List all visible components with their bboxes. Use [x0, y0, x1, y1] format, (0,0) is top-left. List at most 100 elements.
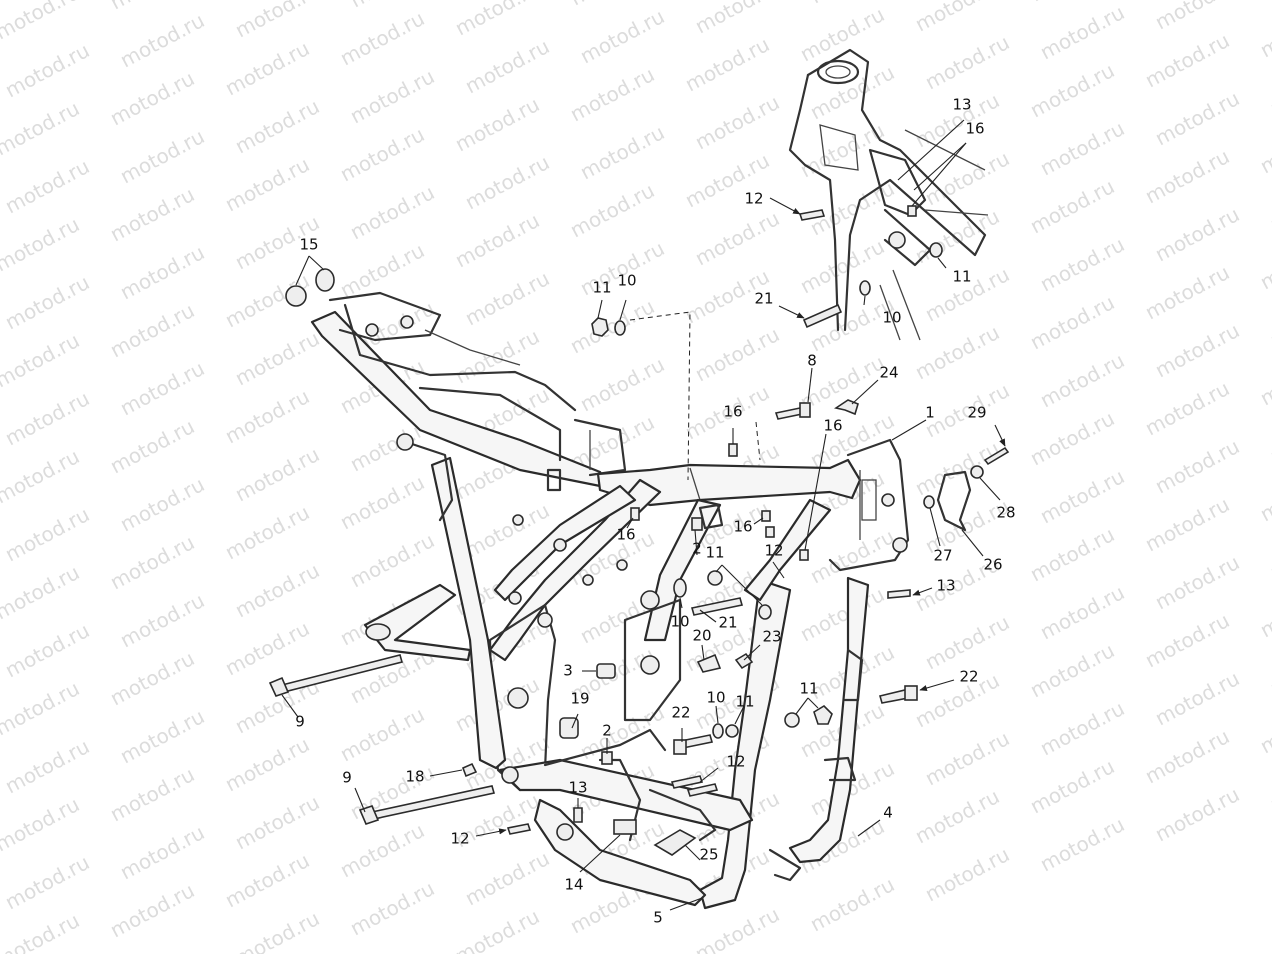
callout-16: 16 [723, 403, 742, 421]
watermark-text: motod.ru [1266, 172, 1272, 236]
watermark-text: motod.ru [1036, 348, 1128, 412]
watermark-text: motod.ru [566, 294, 658, 358]
callout-10: 10 [617, 272, 636, 290]
watermark-text: motod.ru [1036, 116, 1128, 180]
watermark-text: motod.ru [576, 4, 668, 68]
watermark-text: motod.ru [116, 356, 208, 420]
watermark-text: motod.ru [106, 298, 198, 362]
watermark-text: motod.ru [1026, 58, 1118, 122]
watermark-text: motod.ru [691, 90, 783, 154]
callout-11: 11 [799, 680, 818, 698]
watermark-text: motod.ru [691, 0, 783, 38]
callout-27: 27 [933, 547, 952, 565]
callout-24: 24 [879, 364, 898, 382]
callout-12: 12 [744, 190, 763, 208]
watermark-text: motod.ru [1026, 0, 1118, 6]
watermark-text: motod.ru [566, 0, 658, 10]
callout-19: 19 [570, 690, 589, 708]
callout-1: 1 [925, 404, 935, 422]
watermark-text: motod.ru [1026, 754, 1118, 818]
watermark-text: motod.ru [1, 850, 93, 914]
watermark-text: motod.ru [116, 472, 208, 536]
watermark-text: motod.ru [806, 872, 898, 936]
watermark-text: motod.ru [1266, 636, 1272, 700]
watermark-text: motod.ru [231, 94, 323, 158]
inset-headstock-detail [788, 48, 989, 341]
watermark-text: motod.ru [806, 60, 898, 124]
watermark-text: motod.ru [576, 352, 668, 416]
watermark-text: motod.ru [231, 442, 323, 506]
callout-12: 12 [726, 753, 745, 771]
callout-10: 10 [706, 689, 725, 707]
watermark-text: motod.ru [336, 702, 428, 766]
watermark-text: motod.ru [231, 790, 323, 854]
watermark-text: motod.ru [566, 178, 658, 242]
watermark-text: motod.ru [1266, 56, 1272, 120]
watermark-text: motod.ru [1036, 0, 1128, 64]
watermark-text: motod.ru [461, 150, 553, 214]
watermark-text: motod.ru [231, 906, 323, 954]
watermark-text: motod.ru [106, 878, 198, 942]
watermark-text: motod.ru [336, 818, 428, 882]
watermark-text: motod.ru [1141, 260, 1233, 324]
callout-25: 25 [699, 846, 718, 864]
callout-5: 5 [653, 909, 663, 927]
watermark-text: motod.ru [451, 208, 543, 272]
watermark-text: motod.ru [1141, 492, 1233, 556]
watermark-text: motod.ru [576, 700, 668, 764]
watermark-text: motod.ru [336, 470, 428, 534]
watermark-text: motod.ru [221, 616, 313, 680]
callout-22: 22 [671, 704, 690, 722]
main-frame [310, 291, 910, 910]
watermark-text: motod.ru [911, 436, 1003, 500]
watermark-text: motod.ru [1, 618, 93, 682]
watermark-text: motod.ru [1266, 404, 1272, 468]
watermark-text: motod.ru [231, 558, 323, 622]
callout-29: 29 [967, 404, 986, 422]
watermark-text: motod.ru [116, 8, 208, 72]
watermark-text: motod.ru [1256, 578, 1272, 642]
watermark-text: motod.ru [576, 120, 668, 184]
watermark-text: motod.ru [921, 842, 1013, 906]
callout-23: 23 [762, 628, 781, 646]
watermark-text: motod.ru [1036, 464, 1128, 528]
watermark-text: motod.ru [1256, 230, 1272, 294]
watermark-text: motod.ru [1151, 202, 1243, 266]
watermark-text: motod.ru [0, 908, 83, 954]
watermark-text: motod.ru [911, 668, 1003, 732]
watermark-text: motod.ru [1266, 520, 1272, 584]
watermark-text: motod.ru [1256, 694, 1272, 758]
watermark-text: motod.ru [911, 784, 1003, 848]
watermark-text: motod.ru [346, 180, 438, 244]
watermark-text: motod.ru [231, 326, 323, 390]
watermark-text: motod.ru [0, 96, 83, 160]
watermark-text: motod.ru [796, 234, 888, 298]
watermark-text: motod.ru [1, 734, 93, 798]
callout-16: 16 [616, 526, 635, 544]
watermark-text: motod.ru [921, 146, 1013, 210]
watermark-text: motod.ru [116, 820, 208, 884]
watermark-text: motod.ru [566, 62, 658, 126]
watermark-text: motod.ru [116, 588, 208, 652]
watermark-text: motod.ru [1256, 462, 1272, 526]
callout-13: 13 [952, 96, 971, 114]
watermark-text: motod.ru [1141, 28, 1233, 92]
watermark-text: motod.ru [1141, 608, 1233, 672]
watermark-text: motod.ru [346, 0, 438, 12]
watermark-text: motod.ru [691, 322, 783, 386]
watermark-text: motod.ru [1026, 638, 1118, 702]
leader-lines [281, 119, 1006, 911]
callout-13: 13 [568, 779, 587, 797]
callout-10: 10 [882, 309, 901, 327]
watermark-text: motod.ru [1141, 144, 1233, 208]
watermark-text: motod.ru [1151, 318, 1243, 382]
callout-26: 26 [983, 556, 1002, 574]
watermark-text: motod.ru [116, 240, 208, 304]
watermark-text: motod.ru [911, 204, 1003, 268]
watermark-text: motod.ru [1, 386, 93, 450]
watermark-text: motod.ru [0, 444, 83, 508]
watermark-text: motod.ru [796, 582, 888, 646]
watermark-text: motod.ru [106, 0, 198, 14]
watermark-text: motod.ru [1151, 550, 1243, 614]
